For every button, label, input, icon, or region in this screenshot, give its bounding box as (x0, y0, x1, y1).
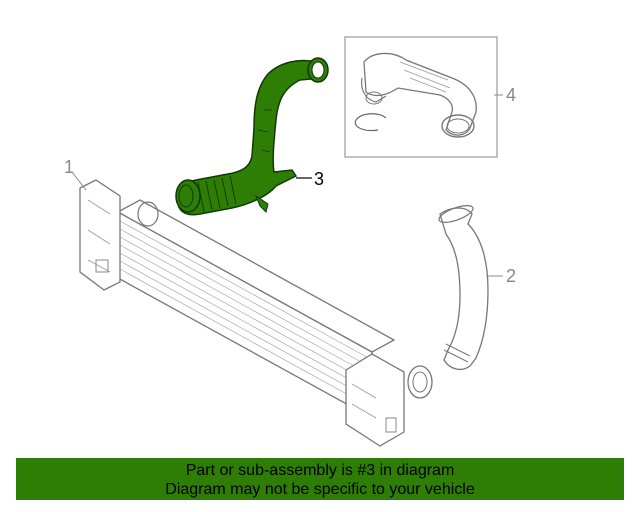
info-banner: Part or sub-assembly is #3 in diagram Di… (16, 458, 624, 500)
callout-3: 3 (314, 169, 325, 189)
callout-1: 1 (64, 157, 75, 177)
banner-line-1: Part or sub-assembly is #3 in diagram (185, 462, 455, 479)
banner-line-2: Diagram may not be specific to your vehi… (165, 481, 475, 498)
part-3-duct[interactable] (175, 57, 329, 216)
callout-2: 2 (506, 266, 517, 286)
part-1-intercooler[interactable] (71, 171, 433, 447)
inset-part-4 (344, 36, 503, 158)
callout-4: 4 (506, 85, 517, 105)
part-2-hose[interactable] (437, 202, 503, 371)
